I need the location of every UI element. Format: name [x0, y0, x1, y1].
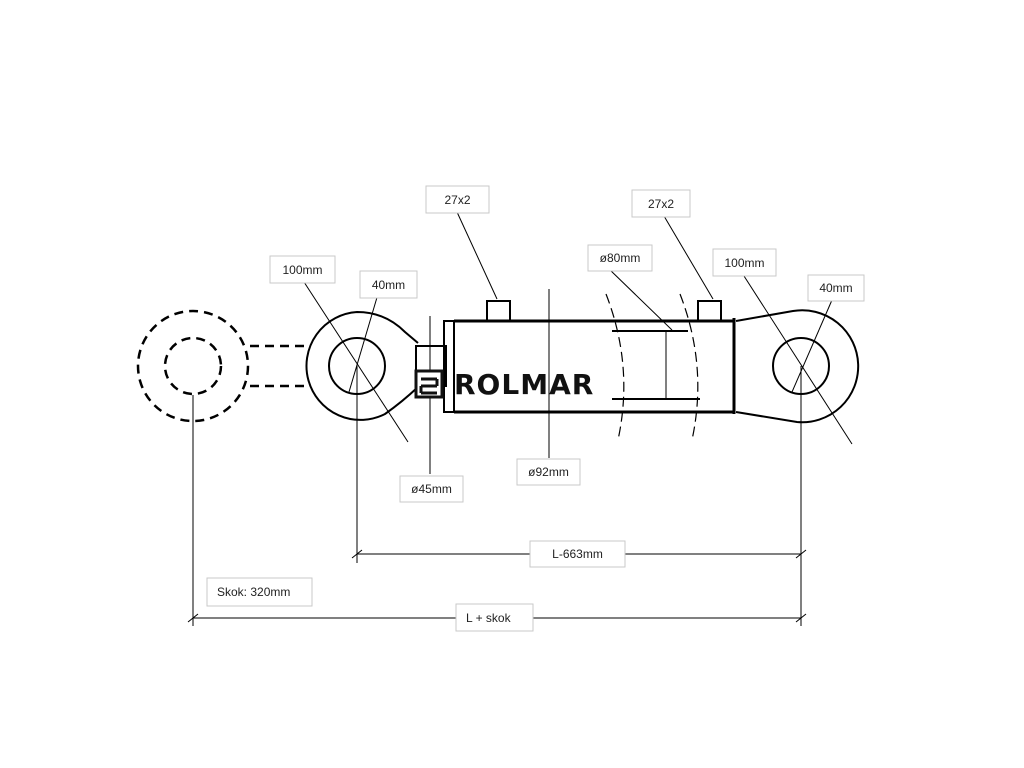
label-eye-left-outer-text: 100mm — [282, 263, 322, 277]
label-eye-right-outer-text: 100mm — [724, 256, 764, 270]
label-closed-length: L-663mm — [529, 540, 626, 568]
label-eye-left-hole-text: 40mm — [372, 278, 405, 292]
label-eye-right-outer: 100mm — [712, 248, 777, 277]
label-piston-diameter: ø80mm — [587, 244, 653, 272]
label-eye-right-hole: 40mm — [807, 274, 865, 302]
brand-wordmark: ROLMAR — [454, 368, 594, 401]
label-eye-right-hole-text: 40mm — [819, 281, 852, 295]
label-port-left-text: 27x2 — [444, 193, 470, 207]
port-left — [486, 300, 511, 322]
label-barrel-diameter: ø92mm — [516, 458, 581, 486]
label-rod-diameter: ø45mm — [399, 475, 464, 503]
label-stroke: Skok: 320mm — [206, 577, 313, 607]
label-piston-diameter-text: ø80mm — [600, 251, 641, 265]
label-rod-diameter-text: ø45mm — [411, 482, 452, 496]
label-eye-left-outer: 100mm — [269, 255, 336, 284]
leader-lines — [303, 211, 853, 474]
extended-eye-ghost — [136, 309, 308, 423]
label-extended-length-text: L + skok — [466, 611, 512, 625]
label-port-right: 27x2 — [631, 189, 691, 218]
cylinder-barrel — [454, 293, 736, 441]
rolmar-logo: ROLMAR — [414, 368, 594, 401]
base-eye-right — [735, 309, 860, 424]
rod-eye-left — [305, 310, 419, 421]
label-stroke-text: Skok: 320mm — [217, 585, 290, 599]
label-eye-left-hole: 40mm — [359, 270, 418, 299]
port-right — [697, 300, 722, 322]
label-closed-length-text: L-663mm — [552, 547, 603, 561]
label-port-right-text: 27x2 — [648, 197, 674, 211]
label-barrel-diameter-text: ø92mm — [528, 465, 569, 479]
label-port-left: 27x2 — [425, 185, 490, 214]
label-extended-length: L + skok — [455, 603, 534, 632]
